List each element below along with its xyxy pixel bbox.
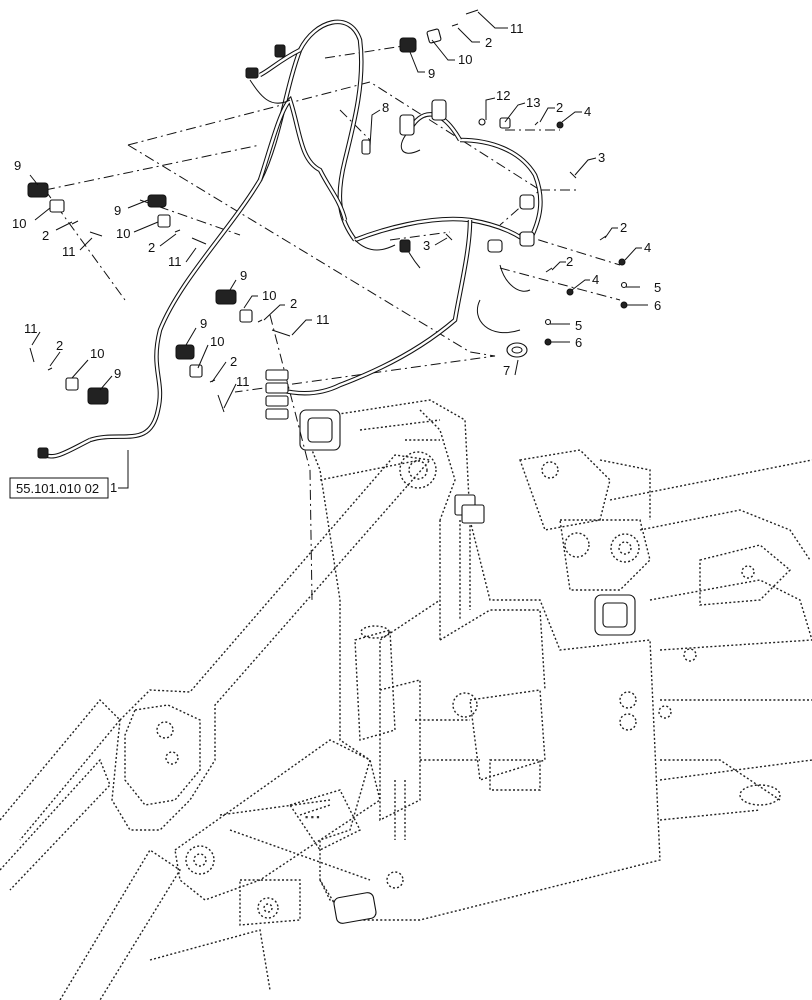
callout-4: 4 <box>584 104 591 119</box>
plate <box>65 377 79 391</box>
callout-4: 4 <box>592 272 599 287</box>
callout-9: 9 <box>14 158 21 173</box>
clip <box>147 194 167 208</box>
callout-11: 11 <box>316 312 330 327</box>
callout-5: 5 <box>575 318 582 333</box>
callout-9: 9 <box>114 203 121 218</box>
connector <box>399 239 411 253</box>
callout-5: 5 <box>654 280 661 295</box>
callout-11: 11 <box>510 21 524 36</box>
callout-10: 10 <box>210 334 224 349</box>
callout-9: 9 <box>240 268 247 283</box>
callout-2: 2 <box>148 240 155 255</box>
plate <box>239 309 253 323</box>
callout-9: 9 <box>114 366 121 381</box>
callout-2: 2 <box>230 354 237 369</box>
callout-10: 10 <box>90 346 104 361</box>
callout-11: 11 <box>168 254 182 269</box>
callout-10: 10 <box>458 52 472 67</box>
clip <box>87 387 109 405</box>
connector <box>245 67 259 79</box>
clip <box>215 289 237 305</box>
svg-text:▪ ▪ ▪: ▪ ▪ ▪ <box>305 812 320 822</box>
clip <box>175 344 195 360</box>
callout-1: 1 <box>110 480 117 495</box>
clip <box>361 139 371 155</box>
callout-3: 3 <box>598 150 605 165</box>
callout-9: 9 <box>200 316 207 331</box>
multi-plug-connector <box>265 369 289 420</box>
clip <box>399 37 417 53</box>
wire-harness <box>37 19 543 459</box>
callout-2: 2 <box>56 338 63 353</box>
callout-13: 13 <box>526 95 540 110</box>
connector <box>431 99 447 121</box>
callout-8: 8 <box>382 100 389 115</box>
callout-labels: 1 2 11 10 9 8 12 13 2 4 3 9 10 2 11 9 10… <box>12 21 661 495</box>
callout-2: 2 <box>290 296 297 311</box>
plate <box>189 364 203 378</box>
connector <box>519 231 535 247</box>
grommet <box>506 342 528 358</box>
clip <box>27 182 49 198</box>
connector <box>399 114 415 136</box>
callout-6: 6 <box>654 298 661 313</box>
callout-10: 10 <box>262 288 276 303</box>
callout-7: 7 <box>503 363 510 378</box>
callout-2: 2 <box>485 35 492 50</box>
plate <box>49 199 65 213</box>
callout-12: 12 <box>496 88 510 103</box>
callout-4: 4 <box>644 240 651 255</box>
connector <box>274 44 286 58</box>
callout-2: 2 <box>42 228 49 243</box>
callout-11: 11 <box>24 321 38 336</box>
fastener-groups <box>27 9 628 413</box>
callout-10: 10 <box>116 226 130 241</box>
callout-11: 11 <box>236 374 250 389</box>
callout-9: 9 <box>428 66 435 81</box>
callout-2: 2 <box>556 100 563 115</box>
callout-2: 2 <box>566 254 573 269</box>
reference-box[interactable]: 55.101.010 02 <box>9 477 109 499</box>
plate <box>157 214 171 228</box>
connector <box>37 447 49 459</box>
callout-3: 3 <box>423 238 430 253</box>
callout-10: 10 <box>12 216 26 231</box>
explosion-lines <box>44 44 621 601</box>
reference-box-text: 55.101.010 02 <box>16 481 99 496</box>
callout-2: 2 <box>620 220 627 235</box>
callout-6: 6 <box>575 335 582 350</box>
callout-leaders <box>29 11 648 489</box>
loader-frame-outline: ▪ ▪ ▪ <box>0 399 812 1000</box>
connector <box>519 194 535 210</box>
callout-11: 11 <box>62 244 76 259</box>
plate <box>426 28 442 44</box>
connector <box>487 239 503 253</box>
